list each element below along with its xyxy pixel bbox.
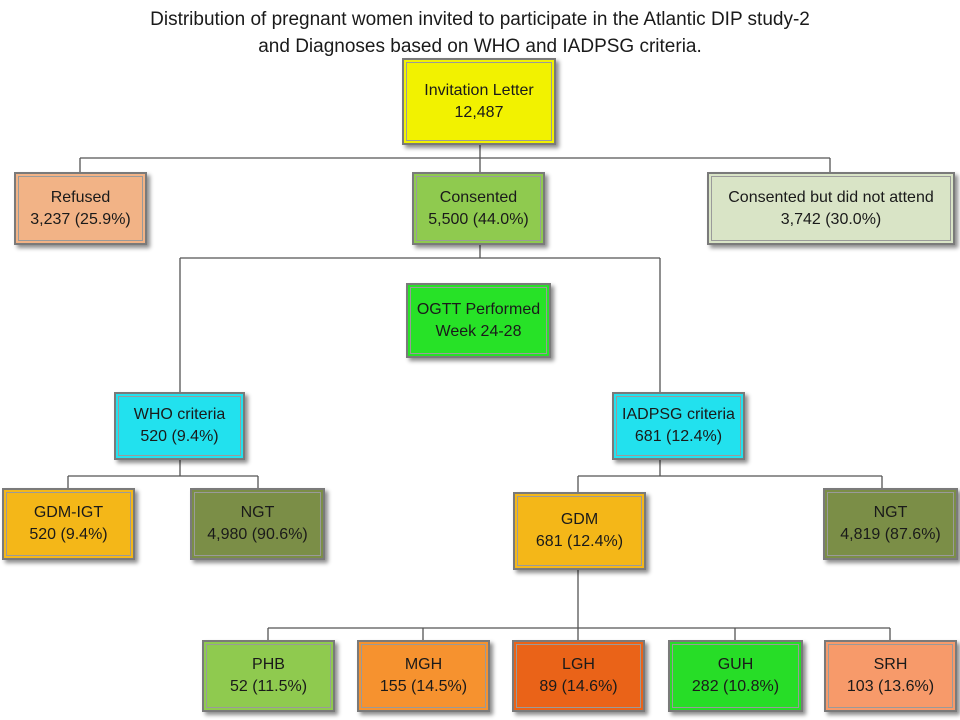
ogtt-performed-value: Week 24-28 bbox=[435, 322, 522, 340]
ogtt-performed-box: OGTT Performed Week 24-28 bbox=[406, 283, 551, 358]
consented-no-attend-value: 3,742 (30.0%) bbox=[780, 210, 882, 228]
ngt-who-box: NGT 4,980 (90.6%) bbox=[190, 488, 325, 560]
who-criteria-value: 520 (9.4%) bbox=[140, 428, 219, 445]
ogtt-performed-label: OGTT Performed bbox=[416, 300, 541, 318]
ngt-who-value: 4,980 (90.6%) bbox=[207, 526, 308, 543]
ngt-iadpsg-value: 4,819 (87.6%) bbox=[840, 526, 941, 543]
guh-label: GUH bbox=[717, 656, 754, 673]
lgh-value: 89 (14.6%) bbox=[539, 678, 618, 695]
title-line-2: and Diagnoses based on WHO and IADPSG cr… bbox=[258, 36, 702, 57]
consented-label: Consented bbox=[439, 188, 518, 206]
consented-no-attend-label: Consented but did not attend bbox=[728, 188, 934, 206]
iadpsg-criteria-box: IADPSG criteria 681 (12.4%) bbox=[612, 392, 745, 460]
ngt-iadpsg-box: NGT 4,819 (87.6%) bbox=[823, 488, 958, 560]
connector-who-to-results bbox=[67, 460, 259, 488]
who-criteria-box: WHO criteria 520 (9.4%) bbox=[114, 392, 245, 460]
gdm-igt-label: GDM-IGT bbox=[33, 504, 104, 521]
mgh-label: MGH bbox=[404, 656, 443, 673]
invitation-letter-label: Invitation Letter bbox=[424, 81, 534, 99]
ngt-who-label: NGT bbox=[240, 504, 275, 521]
consented-value: 5,500 (44.0%) bbox=[428, 210, 529, 228]
consented-box: Consented 5,500 (44.0%) bbox=[412, 172, 545, 245]
gdm-value: 681 (12.4%) bbox=[535, 533, 624, 550]
lgh-label: LGH bbox=[562, 656, 595, 673]
invitation-letter-value: 12,487 bbox=[454, 103, 504, 121]
guh-box: GUH 282 (10.8%) bbox=[668, 640, 803, 712]
gdm-igt-box: GDM-IGT 520 (9.4%) bbox=[2, 488, 135, 560]
connector-invitation-to-row1 bbox=[79, 145, 831, 172]
refused-box: Refused 3,237 (25.9%) bbox=[14, 172, 147, 245]
who-criteria-label: WHO criteria bbox=[133, 406, 226, 423]
phb-box: PHB 52 (11.5%) bbox=[202, 640, 335, 712]
refused-label: Refused bbox=[50, 188, 111, 206]
diagram-title: Distribution of pregnant women invited t… bbox=[0, 6, 960, 60]
srh-value: 103 (13.6%) bbox=[846, 678, 935, 695]
connector-iadpsg-to-results bbox=[577, 460, 883, 492]
gdm-box: GDM 681 (12.4%) bbox=[513, 492, 646, 570]
srh-box: SRH 103 (13.6%) bbox=[824, 640, 957, 712]
iadpsg-criteria-value: 681 (12.4%) bbox=[634, 428, 723, 445]
connector-gdm-to-hospitals bbox=[267, 570, 891, 640]
ngt-iadpsg-label: NGT bbox=[873, 504, 908, 521]
consented-no-attend-box: Consented but did not attend 3,742 (30.0… bbox=[707, 172, 955, 245]
gdm-label: GDM bbox=[560, 511, 599, 528]
phb-label: PHB bbox=[252, 656, 285, 673]
mgh-value: 155 (14.5%) bbox=[379, 678, 468, 695]
invitation-letter-box: Invitation Letter 12,487 bbox=[402, 58, 556, 145]
guh-value: 282 (10.8%) bbox=[691, 678, 780, 695]
phb-value: 52 (11.5%) bbox=[229, 678, 308, 695]
connector-consented-to-criteria bbox=[179, 245, 661, 392]
mgh-box: MGH 155 (14.5%) bbox=[357, 640, 490, 712]
title-line-1: Distribution of pregnant women invited t… bbox=[150, 9, 810, 30]
iadpsg-criteria-label: IADPSG criteria bbox=[622, 406, 735, 423]
lgh-box: LGH 89 (14.6%) bbox=[512, 640, 645, 712]
srh-label: SRH bbox=[873, 656, 908, 673]
refused-value: 3,237 (25.9%) bbox=[30, 210, 131, 228]
gdm-igt-value: 520 (9.4%) bbox=[29, 526, 108, 543]
